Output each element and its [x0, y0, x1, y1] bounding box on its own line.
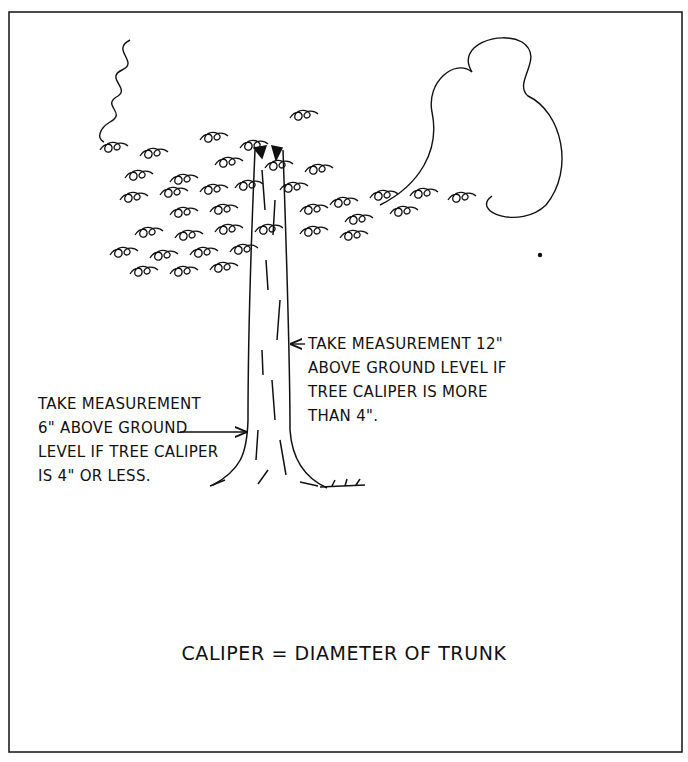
leader-arrow	[291, 343, 305, 344]
frame	[9, 12, 682, 752]
canopy	[100, 38, 562, 276]
leader-arrow	[180, 431, 246, 432]
note-label: TAKE MEASUREMENT 6" ABOVE GROUND LEVEL I…	[38, 392, 223, 488]
leader-arrows	[180, 344, 305, 432]
note-label: TAKE MEASUREMENT 12" ABOVE GROUND LEVEL …	[308, 332, 533, 428]
caption: CALIPER = DIAMETER OF TRUNK	[0, 642, 688, 664]
trunk	[210, 146, 365, 488]
